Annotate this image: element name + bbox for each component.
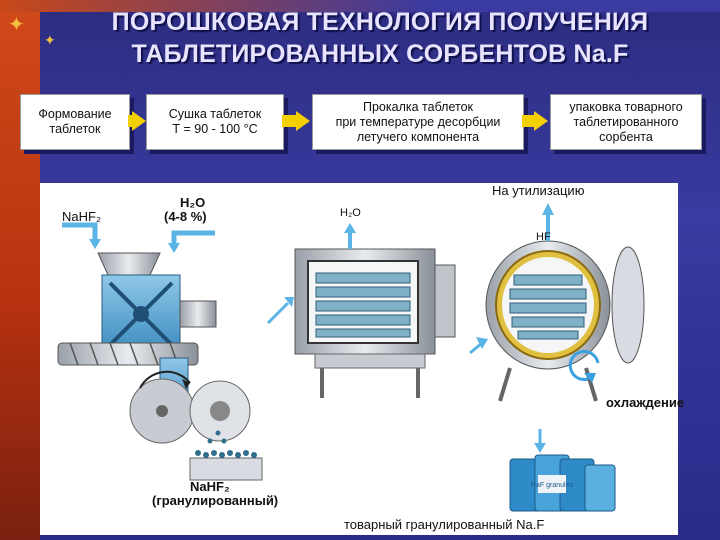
cooling-label: охлаждение — [606, 395, 685, 410]
product-bags: NaF granules — [509, 454, 616, 512]
calcination-furnace — [485, 203, 645, 402]
bag — [584, 464, 616, 512]
water-label: H₂O — [180, 195, 206, 210]
mixer-shaft — [133, 306, 149, 322]
hopper — [97, 252, 161, 276]
cooling-icon — [568, 350, 600, 381]
step-label: таблетированного — [573, 114, 679, 129]
step-label: таблеток — [49, 122, 101, 136]
pellet-tray — [189, 457, 263, 481]
product-label: товарный гранулированный Na.F — [344, 517, 545, 532]
top-decor-bar — [0, 0, 720, 12]
flow-arrow-icon — [534, 111, 548, 131]
step-label: Прокалка таблеток — [362, 99, 474, 114]
flow-arrow-stem — [128, 115, 134, 127]
water-arrow-icon — [171, 230, 215, 245]
feed-label: NaHF₂ — [62, 209, 101, 224]
left-decor-bar — [0, 0, 40, 540]
pelletizer-machine — [57, 252, 263, 481]
step-label: при температуре десорбции — [335, 114, 501, 129]
transfer-arrow-icon — [534, 443, 546, 453]
slide-title: ПОРОШКОВАЯ ТЕХНОЛОГИЯ ПОЛУЧЕНИЯ ТАБЛЕТИР… — [40, 6, 720, 70]
title-line-1: ПОРОШКОВАЯ ТЕХНОЛОГИЯ ПОЛУЧЕНИЯ — [111, 8, 649, 36]
step-calcination: Прокалка таблеток при температуре десорб… — [312, 94, 524, 150]
vapor-arrow-icon — [344, 223, 356, 233]
granulated-sub-label: (гранулированный) — [152, 493, 279, 508]
step-label: сорбента — [599, 129, 653, 144]
drying-oven — [294, 223, 456, 398]
star-icon: ✦ — [44, 33, 56, 49]
furnace-door — [611, 246, 645, 364]
dryer-vapor-label: H₂O — [340, 207, 361, 219]
step-packaging: упаковка товарного таблетированного сорб… — [550, 94, 702, 150]
feed-arrow-icon — [62, 222, 98, 241]
step-label: Формование — [38, 107, 112, 121]
title-line-2: ТАБЛЕТИРОВАННЫХ СОРБЕНТОВ Na.F — [131, 40, 629, 68]
flow-arrow-icon — [132, 111, 146, 131]
hf-arrow-icon — [542, 203, 554, 215]
utilization-label: На утилизацию — [492, 183, 585, 198]
step-label: летучего компонента — [356, 129, 480, 144]
step-label: Сушка таблеток — [168, 107, 262, 121]
equipment-svg: NaF granules — [57, 203, 645, 512]
flow-arrow-icon — [296, 111, 310, 131]
step-forming: Формование таблеток — [20, 94, 130, 150]
granulated-label: NaHF₂ — [190, 479, 230, 494]
transfer-arrow-icon — [476, 337, 488, 349]
mixer-motor — [179, 300, 217, 328]
step-label: Т = 90 - 100 °С — [172, 122, 258, 136]
step-label: упаковка товарного — [569, 99, 683, 114]
flow-arrow-stem — [522, 115, 536, 127]
oven-door — [434, 264, 456, 338]
equipment-diagram: NaF granules NaHF₂ H₂O (4-8 %) H₂O На ут… — [40, 183, 684, 535]
hf-label: HF — [536, 231, 551, 243]
star-icon: ✦ — [8, 12, 25, 36]
flow-arrow-stem — [282, 115, 298, 127]
transfer-arrow-icon — [266, 301, 290, 325]
step-drying: Сушка таблеток Т = 90 - 100 °С — [146, 94, 284, 150]
water-percent-label: (4-8 %) — [164, 209, 207, 224]
bag-label: NaF granules — [531, 482, 574, 489]
